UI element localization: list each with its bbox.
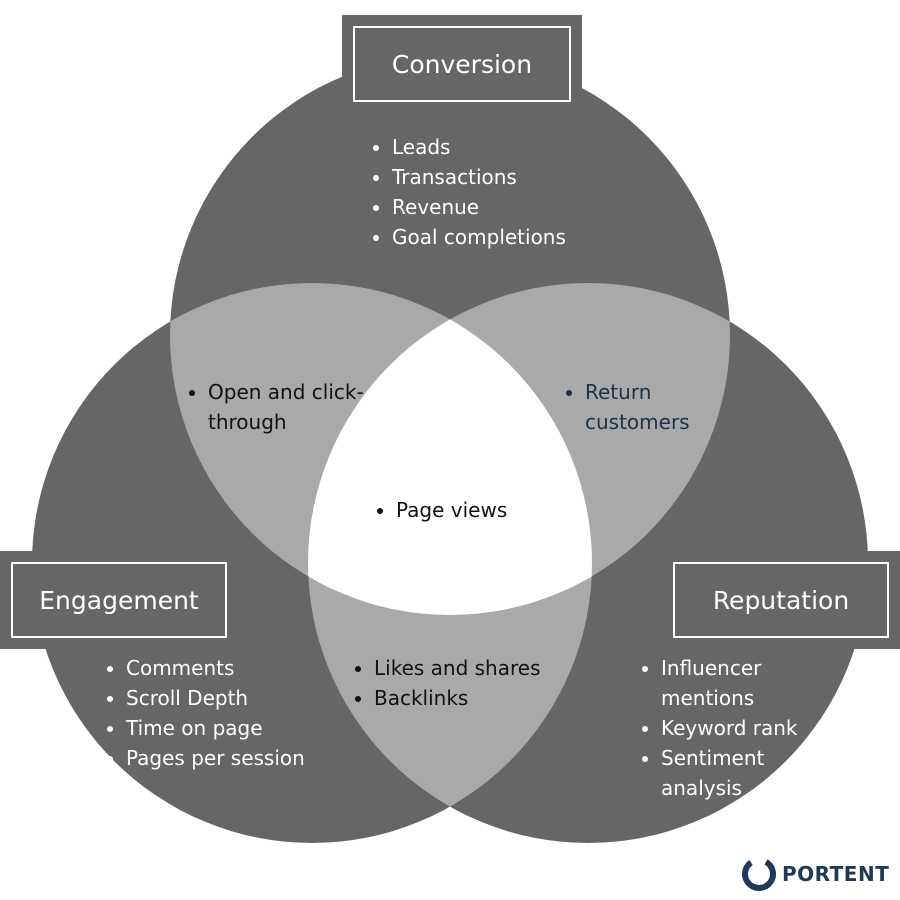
list-item: Influencer mentions [661,653,831,713]
list-item: Keyword rank [661,713,831,743]
list-item: Leads [392,132,566,162]
list-item: Page views [396,495,507,525]
list-item: Sentiment analysis [661,743,831,803]
reputation-label: Reputation [673,562,889,638]
engagement-title: Engagement [39,585,199,615]
list-item: Time on page [126,713,305,743]
center-list: Page views [374,495,507,525]
list-item: Transactions [392,162,566,192]
reputation-title: Reputation [712,585,850,615]
list-item: Likes and shares [374,653,541,683]
conversion-label-box: Conversion [342,15,582,113]
list-item: Pages per session [126,743,305,773]
engagement-label: Engagement [11,562,227,638]
center-overlap [308,283,592,615]
engagement-reputation-list: Likes and shares Backlinks [352,653,541,713]
conversion-label: Conversion [353,26,571,102]
engagement-label-box: Engagement [0,551,238,649]
list-item: Goal completions [392,222,566,252]
portent-logo: PORTENT [740,855,889,893]
list-item: Open and click-through [208,377,378,437]
reputation-label-box: Reputation [662,551,900,649]
list-item: Scroll Depth [126,683,305,713]
conversion-list: Leads Transactions Revenue Goal completi… [370,132,566,252]
conversion-title: Conversion [391,49,533,79]
list-item: Comments [126,653,305,683]
engagement-list: Comments Scroll Depth Time on page Pages… [104,653,305,773]
portent-ring-icon [742,857,776,891]
logo-text: PORTENT [782,862,890,886]
conversion-reputation-list: Return customers [563,377,725,437]
conversion-engagement-list: Open and click-through [186,377,378,437]
list-item: Return customers [585,377,725,437]
reputation-list: Influencer mentions Keyword rank Sentime… [639,653,831,803]
list-item: Backlinks [374,683,541,713]
list-item: Revenue [392,192,566,222]
